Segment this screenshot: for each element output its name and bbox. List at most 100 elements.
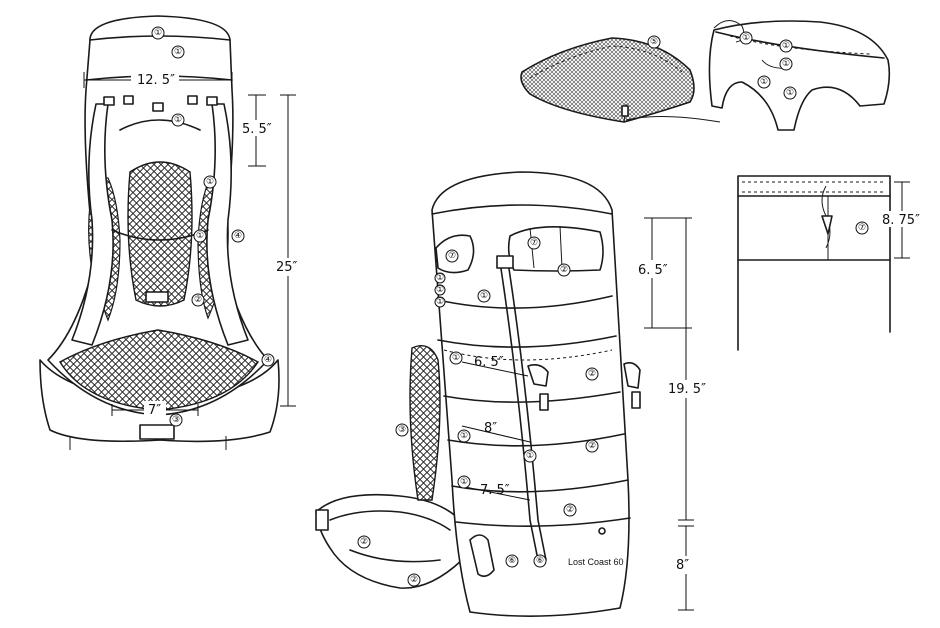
top-lid	[708, 20, 891, 131]
svg-text:①: ①	[460, 477, 468, 487]
svg-text:①: ①	[196, 231, 204, 241]
front-dimensions: 6. 5″ 19. 5″ 8″ 6. 5″ 8″ 7. 5″	[459, 217, 710, 611]
svg-text:⑦: ⑦	[858, 223, 866, 233]
callout-7: ⑦	[855, 221, 869, 235]
callout-6: ⑥	[505, 554, 519, 568]
back-pad	[127, 161, 193, 307]
callout-1: ①	[783, 86, 797, 100]
callout-7: ⑦	[527, 236, 541, 250]
dim-back-total: 25″	[276, 260, 298, 275]
dim-hip-inner: 7″	[148, 403, 161, 418]
svg-text:②: ②	[560, 265, 568, 275]
callout-4: ④	[261, 353, 275, 367]
callout-1: ①	[434, 272, 446, 284]
svg-text:①: ①	[786, 88, 794, 98]
callout-2: ②	[557, 263, 571, 277]
svg-text:⑦: ⑦	[448, 251, 456, 261]
svg-text:①: ①	[174, 47, 182, 57]
svg-text:②: ②	[360, 537, 368, 547]
callout-1: ①	[757, 75, 771, 89]
svg-text:①: ①	[174, 115, 182, 125]
svg-text:⑥: ⑥	[508, 556, 516, 566]
front-hip-belt	[315, 493, 463, 589]
svg-text:⑦: ⑦	[530, 238, 538, 248]
pocket-dimension: 8. 75″	[880, 181, 924, 259]
back-dimensions: 12. 5″ 5. 5″ 25″ 7″	[83, 71, 304, 418]
svg-text:①: ①	[742, 33, 750, 43]
callout-1: ①	[171, 45, 185, 59]
dim-bottom: 8″	[676, 558, 689, 573]
svg-text:①: ①	[526, 451, 534, 461]
callout-1: ①	[739, 31, 753, 45]
callout-3: ③	[395, 423, 409, 437]
svg-text:③: ③	[398, 425, 406, 435]
callout-2: ②	[357, 535, 371, 549]
dim-back-width: 12. 5″	[137, 73, 175, 88]
callout-1: ①	[779, 57, 793, 71]
svg-text:①: ①	[782, 41, 790, 51]
svg-text:②: ②	[588, 441, 596, 451]
callout-1: ①	[171, 113, 185, 127]
callout-7: ⑦	[445, 249, 459, 263]
callout-1: ①	[434, 284, 446, 296]
dim-main-height: 19. 5″	[668, 382, 706, 397]
brand-label: Lost Coast 60	[568, 557, 624, 567]
svg-text:①: ①	[436, 285, 444, 295]
front-view: Lost Coast 60	[315, 171, 641, 617]
dim-front-width-1: 6. 5″	[474, 355, 504, 370]
svg-text:②: ②	[410, 575, 418, 585]
callout-4: ④	[231, 229, 245, 243]
svg-text:⑥: ⑥	[536, 556, 544, 566]
side-pocket	[737, 175, 891, 351]
callout-1: ①	[449, 351, 463, 365]
svg-text:②: ②	[588, 369, 596, 379]
callout-1: ①	[779, 39, 793, 53]
callout-1: ①	[203, 175, 217, 189]
svg-text:①: ①	[460, 431, 468, 441]
callout-2: ②	[585, 439, 599, 453]
front-side-mesh	[409, 345, 441, 501]
callout-5: ⑤	[647, 35, 661, 49]
svg-text:①: ①	[760, 77, 768, 87]
svg-text:①: ①	[206, 177, 214, 187]
callout-2: ②	[191, 293, 205, 307]
shoulder-strap-right	[206, 103, 249, 346]
callout-markers: ① ① ① ① ① ④ ② ④ ③ ⑤ ① ① ① ① ① ⑦ ⑦ ⑦ ② ① …	[151, 26, 869, 587]
dim-front-width-3: 7. 5″	[480, 483, 510, 498]
callout-1: ①	[457, 475, 471, 489]
svg-text:①: ①	[436, 297, 444, 307]
callout-1: ①	[151, 26, 165, 40]
svg-text:①: ①	[154, 28, 162, 38]
back-view	[39, 15, 280, 450]
svg-text:④: ④	[234, 231, 242, 241]
svg-text:③: ③	[172, 415, 180, 425]
callout-6: ⑥	[533, 554, 547, 568]
callout-1: ①	[457, 429, 471, 443]
callout-2: ②	[407, 573, 421, 587]
svg-text:②: ②	[194, 295, 202, 305]
svg-text:①: ①	[436, 273, 444, 283]
shoulder-strap-left	[71, 103, 114, 346]
callout-1: ①	[193, 229, 207, 243]
svg-text:①: ①	[452, 353, 460, 363]
callout-1: ①	[434, 296, 446, 308]
dim-front-width-2: 8″	[484, 421, 497, 436]
callout-2: ②	[585, 367, 599, 381]
svg-text:④: ④	[264, 355, 272, 365]
dim-pocket: 8. 75″	[882, 213, 920, 228]
svg-text:①: ①	[782, 59, 790, 69]
callout-1: ①	[477, 289, 491, 303]
dim-back-upper: 5. 5″	[242, 122, 272, 137]
front-body	[431, 171, 630, 617]
lumbar-mesh	[59, 329, 260, 411]
callout-1: ①	[523, 449, 537, 463]
dim-top-section: 6. 5″	[638, 263, 668, 278]
svg-text:②: ②	[566, 505, 574, 515]
hip-buckle	[139, 424, 175, 440]
callout-2: ②	[563, 503, 577, 517]
svg-text:①: ①	[480, 291, 488, 301]
svg-text:⑤: ⑤	[650, 37, 658, 47]
mesh-pocket-panel	[520, 37, 721, 123]
callout-3: ③	[169, 413, 183, 427]
